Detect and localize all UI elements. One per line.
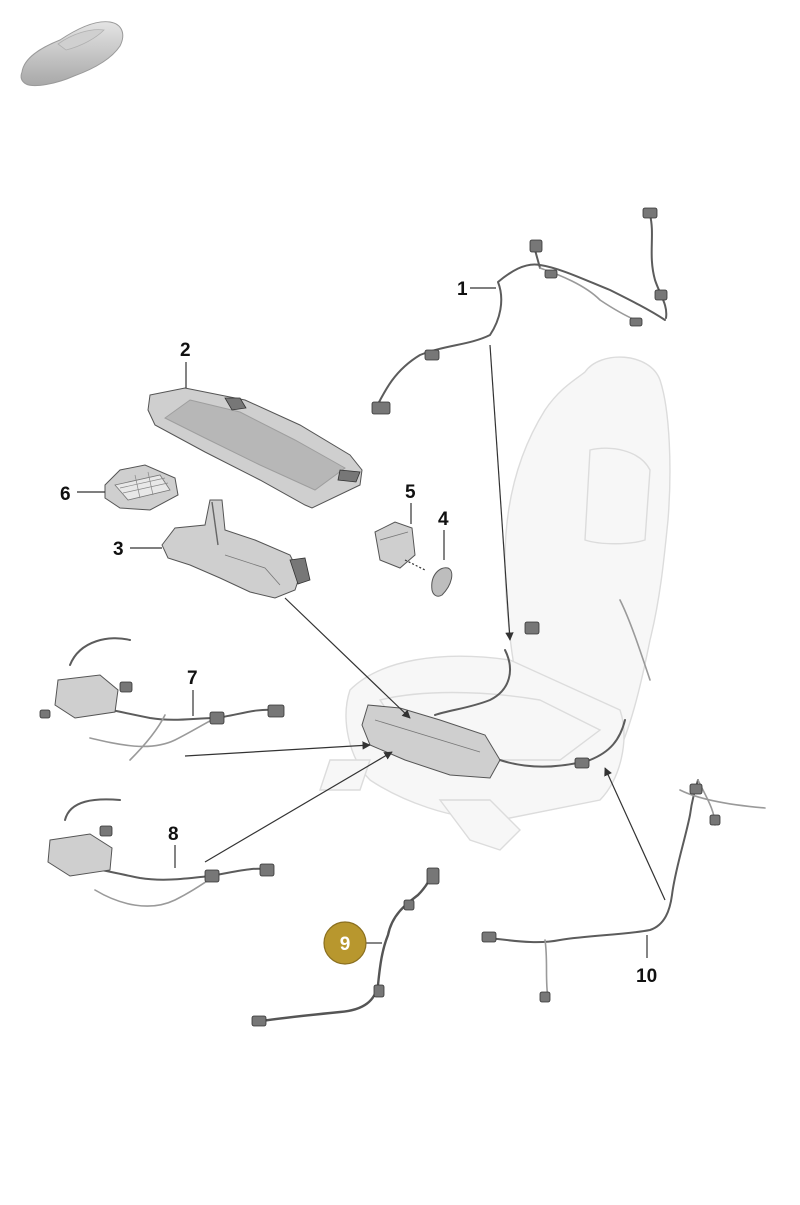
car-silhouette-icon[interactable] [20, 21, 124, 87]
callout-3[interactable]: 3 [113, 539, 124, 560]
part-8-seat-harness[interactable] [47, 798, 275, 907]
callout-9[interactable]: 9 [340, 934, 351, 955]
part-5-module[interactable] [374, 521, 426, 571]
part-6-control-module[interactable] [104, 464, 179, 511]
seat-ghost [319, 356, 671, 851]
part-7-seat-harness[interactable] [39, 637, 285, 761]
part-4-cover-cap[interactable] [431, 567, 453, 597]
callout-6[interactable]: 6 [60, 484, 71, 505]
callout-5[interactable]: 5 [405, 482, 416, 503]
callout-1[interactable]: 1 [457, 279, 468, 300]
callout-labels: 1 2 3 4 5 6 7 8 10 [60, 279, 657, 987]
callout-2[interactable]: 2 [180, 340, 191, 361]
callout-8[interactable]: 8 [168, 824, 179, 845]
callout-9-highlight[interactable]: 9 [323, 921, 367, 965]
leader-lines [77, 287, 666, 958]
callout-7[interactable]: 7 [187, 668, 198, 689]
part-10-harness[interactable] [481, 779, 766, 1003]
seat-cushion-module[interactable] [361, 599, 651, 779]
callout-10[interactable]: 10 [636, 966, 657, 987]
callout-4[interactable]: 4 [438, 509, 449, 530]
part-3-bracket[interactable] [161, 499, 311, 599]
part-1-backrest-harness[interactable] [371, 207, 668, 415]
part-9-cable[interactable] [251, 867, 440, 1027]
part-2-switch-unit[interactable] [147, 387, 363, 509]
